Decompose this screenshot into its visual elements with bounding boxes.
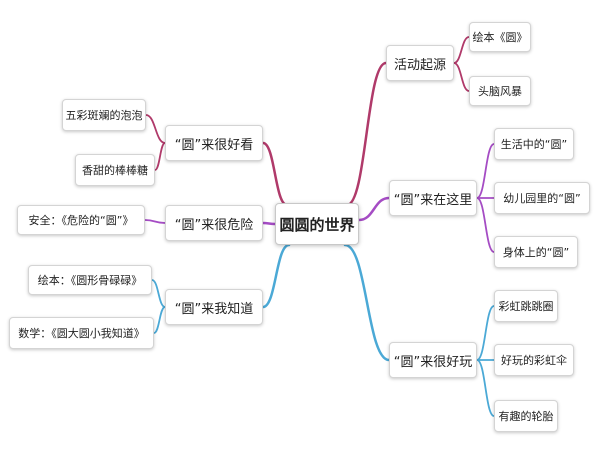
- leaf-node-brainstorm[interactable]: 头脑风暴: [469, 76, 531, 106]
- connector-m3-l8: [476, 359, 495, 417]
- leaf-node-rainbow-umbrella[interactable]: 好玩的彩虹伞: [494, 344, 574, 376]
- branch-node-circles-dangerous[interactable]: “圆”来很危险: [165, 205, 263, 241]
- leaf-node-picture-book-circle[interactable]: 绘本《圆》: [469, 22, 531, 52]
- connector-m2-l3: [476, 143, 495, 199]
- branch-node-circles-i-know[interactable]: “圆”来我知道: [165, 289, 263, 325]
- leaf-node-book-round-rolling[interactable]: 绘本：《圆形骨碌碌》: [28, 265, 152, 295]
- leaf-node-rainbow-hoop[interactable]: 彩虹跳跳圈: [494, 290, 558, 322]
- root-node[interactable]: 圆圆的世界: [275, 203, 359, 245]
- connector-m1-l2: [453, 62, 470, 92]
- connector-root-m1: [345, 61, 388, 207]
- leaf-node-circles-in-life[interactable]: 生活中的“圆”: [494, 128, 574, 160]
- leaf-node-math-big-small-circle[interactable]: 数学：《圆大圆小我知道》: [9, 317, 154, 349]
- branch-node-circles-pretty[interactable]: “圆”来很好看: [165, 125, 263, 161]
- connector-m1-l1: [453, 36, 470, 64]
- connector-m5-l11: [144, 219, 166, 224]
- branch-node-circles-fun[interactable]: “圆”来很好玩: [389, 342, 477, 378]
- leaf-node-safety-dangerous-circle[interactable]: 安全：《危险的“圆”》: [17, 205, 145, 235]
- connector-root-m6: [261, 243, 291, 309]
- connector-m2-l5: [476, 197, 495, 253]
- connector-m4-l9: [145, 114, 166, 144]
- connector-root-m2: [357, 196, 391, 222]
- branch-node-activity-origin[interactable]: 活动起源: [386, 45, 454, 81]
- connector-m4-l10: [154, 142, 166, 171]
- leaf-node-circles-on-body[interactable]: 身体上的“圆”: [494, 236, 578, 268]
- connector-root-m4: [261, 141, 289, 207]
- leaf-node-colorful-bubbles[interactable]: 五彩斑斓的泡泡: [62, 99, 146, 131]
- connector-m3-l6: [476, 305, 495, 361]
- leaf-node-sweet-lollipop[interactable]: 香甜的棒棒糖: [75, 154, 155, 186]
- connector-m6-l12: [151, 279, 166, 308]
- leaf-node-circles-in-kindergarten[interactable]: 幼儿园里的“圆”: [494, 182, 590, 214]
- leaf-node-fun-tires[interactable]: 有趣的轮胎: [494, 400, 558, 432]
- connector-m6-l13: [153, 306, 166, 334]
- connector-root-m5: [261, 221, 277, 226]
- branch-node-circles-here[interactable]: “圆”来在这里: [389, 180, 477, 216]
- connector-root-m3: [343, 243, 391, 362]
